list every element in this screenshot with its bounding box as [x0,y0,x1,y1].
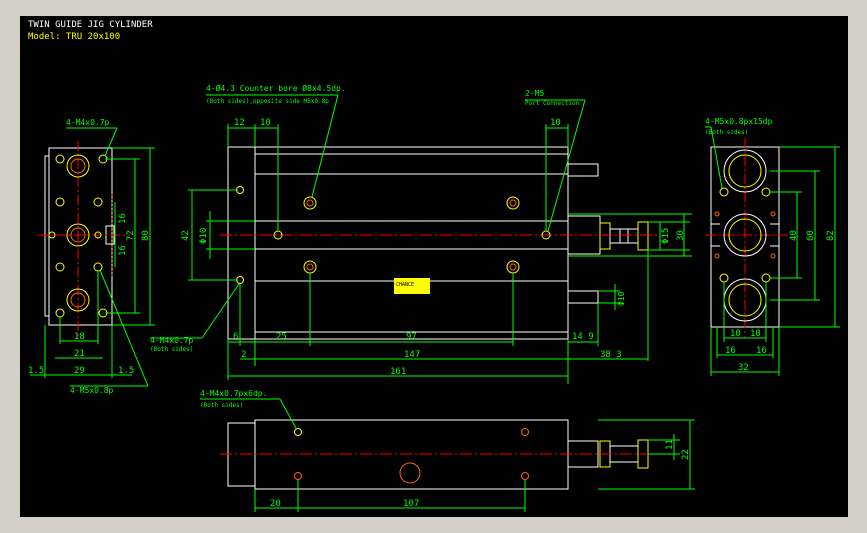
dim-16b: 16 [118,245,128,256]
bottom-callout-1: 4-M4x0.7px6dp. [200,389,267,398]
dim-97: 97 [406,332,417,342]
right-callout-2: (Both sides) [705,129,748,136]
front-end-plate [227,146,256,340]
dim-16a: 16 [118,213,128,224]
dim-11: 11 [665,439,675,450]
callout-front-m4-1: 4-M4x0.7p [150,336,194,345]
right-end-view: 4-M5x0.8px15dp (Both sides) 82 60 40 10 … [705,117,840,376]
dim-right-16b: 16 [756,346,767,356]
dim-21: 21 [74,349,85,359]
dim-1-5-right: 1.5 [118,366,134,376]
callout-counterbore-1: 4-Ø4.3 Counter bore Ø8x4.5dp. [206,83,346,93]
drawing-title: TWIN GUIDE JIG CYLINDER [28,20,153,30]
cad-drawing: TWIN GUIDE JIG CYLINDER Model: TRU 20x10… [28,20,840,512]
left-view-outline [48,147,113,326]
dim-60: 60 [806,230,816,241]
bottom-callout-2: (Both sides) [200,402,243,409]
dim-1-5-left: 1.5 [28,366,44,376]
left-end-view: 4-M4x0.7p 4-M5x0.8p 80 72 16 16 18 21 [28,118,155,395]
callout-front-m4-2: (Both sides) [150,346,193,353]
dim-10-left: 10 [260,118,271,128]
dim-161: 161 [390,367,406,377]
label-plate [394,278,430,294]
dim-10-right: 10 [550,118,561,128]
dim-12: 12 [234,118,245,128]
callout-port-1: 2-M5 [525,89,544,98]
right-callout-1: 4-M5x0.8px15dp [705,117,773,126]
dim-147: 147 [404,350,420,360]
dim-22: 22 [681,449,691,460]
dim-6: 6 [233,332,238,342]
drawing-model: Model: TRU 20x100 [28,32,120,42]
dim-29: 29 [74,366,85,376]
callout-counterbore-2: (Both sides),opposite side M5x0.8p [206,98,329,105]
cad-drawing-area[interactable]: TWIN GUIDE JIG CYLINDER Model: TRU 20x10… [20,16,848,517]
dim-phi10: Φ10 [199,228,209,244]
dim-42: 42 [181,230,191,241]
dim-30: 30 [676,230,686,241]
dim-72: 72 [126,230,136,241]
dim-14-9: 14 9 [572,332,594,342]
front-view: CHANCE 4-Ø4.3 Counter bore Ø8x4.5dp. (Bo… [150,83,692,384]
dim-32: 32 [738,363,749,373]
callout-port-2: Port Connection [525,100,580,107]
dim-right-16a: 16 [725,346,736,356]
left-callout-m5: 4-M5x0.8p [70,386,114,395]
dim-right-10b: 10 [750,329,761,339]
dim-38-3: 38 3 [600,350,622,360]
dim-40: 40 [789,230,799,241]
front-body [254,146,569,340]
bottom-view: 4-M4x0.7px6dp. (Both sides) 11 22 20 107 [200,389,695,512]
dim-80: 80 [141,230,151,241]
dim-25: 25 [276,332,287,342]
dim-18: 18 [74,332,85,342]
dim-2: 2 [241,350,246,360]
left-callout-m4: 4-M4x0.7p [66,118,110,127]
dim-82: 82 [826,230,836,241]
dim-phi15: Φ15 [661,228,671,244]
dim-107: 107 [403,499,419,509]
dim-phi10b: Φ10 [617,291,626,306]
label-plate-text: CHANCE [396,282,414,288]
dim-20: 20 [270,499,281,509]
dim-right-10a: 10 [730,329,741,339]
